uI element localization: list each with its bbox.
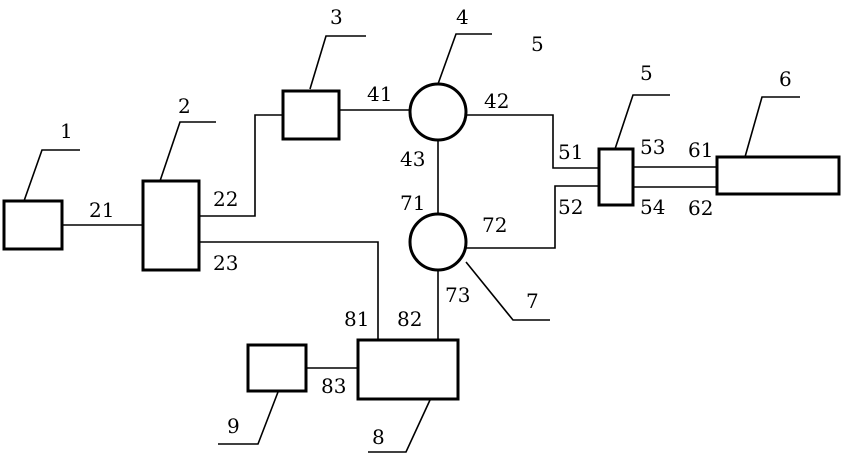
port-label-41: 41 <box>367 82 392 106</box>
label-component-9: 9 <box>227 414 240 438</box>
leader-2 <box>160 122 216 181</box>
port-label-23: 23 <box>213 251 238 275</box>
component-6-box <box>717 157 839 194</box>
component-9-box <box>248 345 306 391</box>
port-label-53: 53 <box>640 135 665 159</box>
port-label-72: 72 <box>482 213 507 237</box>
port-label-61: 61 <box>688 138 713 162</box>
port-label-51: 51 <box>558 140 583 164</box>
component-2-box <box>143 181 199 270</box>
label-component-2: 2 <box>178 94 191 118</box>
line-2-to-3 <box>199 115 283 216</box>
leader-1 <box>24 150 80 201</box>
label-component-4: 4 <box>456 5 469 29</box>
leader-6 <box>745 97 800 157</box>
label-component-5: 5 <box>640 61 653 85</box>
label-component-6: 6 <box>779 67 792 91</box>
port-label-52: 52 <box>558 195 583 219</box>
label-component-5-top: 5 <box>531 32 544 56</box>
port-label-62: 62 <box>688 196 713 220</box>
component-8-box <box>358 340 458 399</box>
label-component-1: 1 <box>60 119 73 143</box>
leader-4 <box>438 34 492 84</box>
label-component-7: 7 <box>526 289 539 313</box>
port-label-43: 43 <box>400 147 425 171</box>
port-label-42: 42 <box>484 89 509 113</box>
port-label-83: 83 <box>321 374 346 398</box>
component-5-box <box>599 149 633 205</box>
component-3-box <box>283 91 339 139</box>
port-label-82: 82 <box>397 307 422 331</box>
port-label-21: 21 <box>89 198 114 222</box>
port-label-22: 22 <box>213 187 238 211</box>
label-component-8: 8 <box>372 425 385 449</box>
component-7-circle <box>410 214 466 270</box>
component-1-box <box>4 201 62 249</box>
component-4-circle <box>410 84 466 140</box>
leader-3 <box>310 36 366 89</box>
port-label-54: 54 <box>640 195 665 219</box>
label-component-3: 3 <box>330 5 343 29</box>
port-label-71: 71 <box>400 191 425 215</box>
port-label-81: 81 <box>344 307 369 331</box>
port-label-73: 73 <box>445 283 470 307</box>
